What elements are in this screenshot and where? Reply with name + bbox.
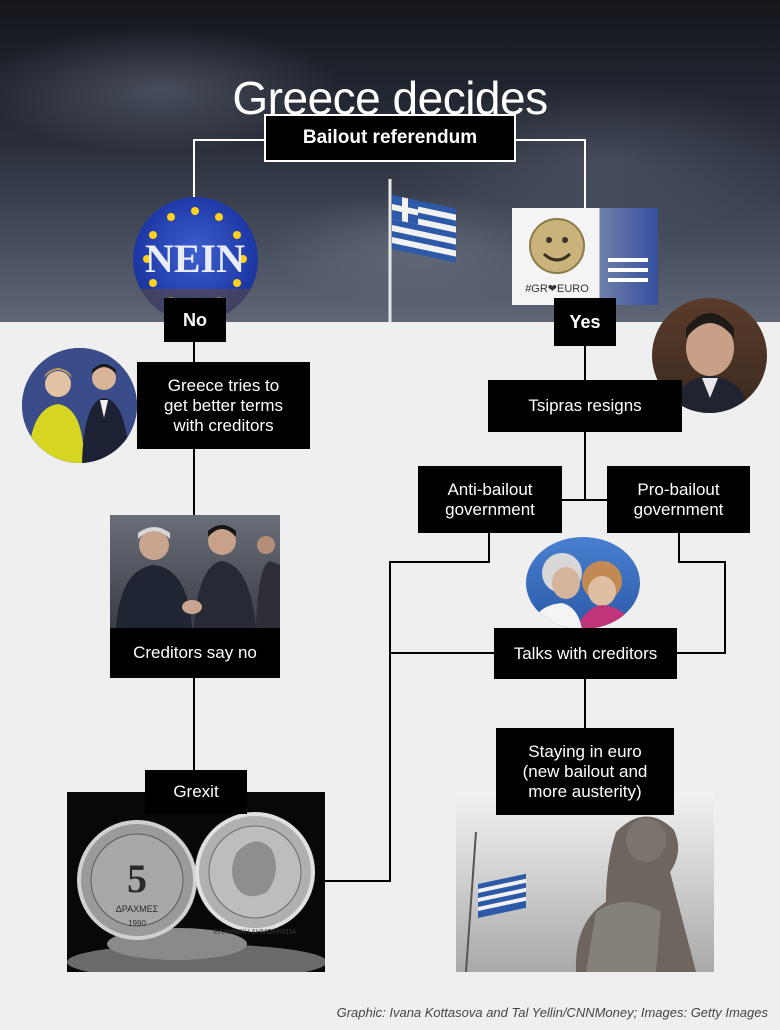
greek-flag-photo bbox=[380, 175, 470, 322]
node-staying-in-euro: Staying in euro (new bailout and more au… bbox=[496, 728, 674, 815]
node-talks-with-creditors: Talks with creditors bbox=[494, 628, 677, 679]
branch-yes: Yes bbox=[554, 298, 616, 346]
nein-sign-text: NEIN bbox=[145, 236, 245, 281]
coin-value-text: 5 bbox=[127, 856, 147, 901]
drachma-coins-photo: 5 ΔΡΑΧΜΕΣ 1990 ΕΛΛΗΝΙΚΗ ΔΗΜΟΚΡΑΤΙΑ bbox=[67, 792, 325, 972]
lagarde-merkel-photo bbox=[526, 537, 640, 629]
node-tsipras-resigns: Tsipras resigns bbox=[488, 380, 682, 432]
coin-year-text: 1990 bbox=[128, 919, 146, 928]
line-pro-to-talks bbox=[677, 533, 726, 654]
node-anti-bailout: Anti-bailout government bbox=[418, 466, 562, 533]
node-better-terms: Greece tries to get better terms with cr… bbox=[137, 362, 310, 449]
node-pro-bailout: Pro-bailout government bbox=[607, 466, 750, 533]
statue-flag-photo bbox=[456, 792, 714, 972]
nein-protest-photo: NEIN bbox=[133, 197, 258, 322]
juncker-tsipras-photo bbox=[110, 515, 280, 628]
yes-shirt-text: #GR❤EURO bbox=[525, 283, 589, 295]
image-credit: Graphic: Ivana Kottasova and Tal Yellin/… bbox=[336, 1005, 768, 1020]
node-creditors-say-no: Creditors say no bbox=[110, 628, 280, 678]
line-anti-to-left bbox=[325, 533, 490, 882]
coin-left-text: ΔΡΑΧΜΕΣ bbox=[116, 904, 159, 914]
merkel-tsipras-photo bbox=[22, 348, 137, 463]
tsipras-portrait bbox=[652, 298, 767, 413]
branch-no: No bbox=[164, 298, 226, 342]
node-grexit: Grexit bbox=[145, 770, 247, 814]
coin-right-text: ΕΛΛΗΝΙΚΗ ΔΗΜΟΚΡΑΤΙΑ bbox=[214, 929, 297, 936]
pro-euro-protest-photo: #GR❤EURO bbox=[512, 208, 658, 305]
root-node: Bailout referendum bbox=[264, 114, 516, 162]
line-resigns-split bbox=[562, 432, 586, 501]
